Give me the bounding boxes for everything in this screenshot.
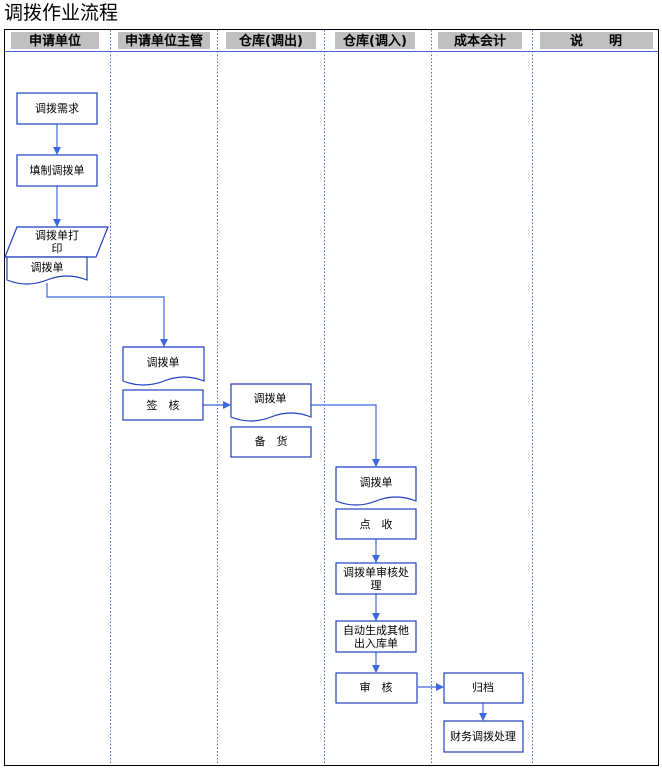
document-transfer-form-1 (6, 256, 88, 285)
label-fill-transfer-form: 填制调拨单 (30, 163, 85, 177)
label-review-line-2: 理 (371, 579, 382, 592)
lane-header-bg (438, 32, 522, 49)
flow-labels: 调拨需求 填制调拨单 调拨单打 印 调拨单 调拨单 签 核 调拨单 备 货 调拨… (30, 101, 517, 743)
label-doc-transfer-form-1: 调拨单 (31, 260, 64, 274)
process-sign-approve (122, 389, 204, 421)
label-review-line-1: 调拨单审核处 (343, 565, 409, 579)
label-auto-line-2: 出入库单 (354, 636, 398, 650)
chart-frame (4, 29, 659, 766)
label-prepare-goods: 备 货 (255, 434, 288, 448)
lane-header-supervisor: 申请单位主管 (125, 33, 203, 49)
arrow-warehouse-out-to-in (311, 404, 380, 467)
label-doc-transfer-form-3: 调拨单 (254, 391, 287, 405)
label-count-receive: 点 收 (360, 517, 393, 531)
io-print-transfer-form (4, 226, 109, 258)
label-print-line-2: 印 (52, 242, 63, 255)
arrow-doc-to-supervisor (46, 283, 168, 347)
process-count-receive (335, 508, 417, 540)
process-auto-generate (335, 620, 417, 653)
document-transfer-form-3 (230, 383, 312, 422)
process-review (335, 562, 417, 595)
label-auto-line-1: 自动生成其他 (343, 623, 409, 637)
label-sign-approve: 签 核 (147, 398, 180, 412)
lane-header-warehouse-out: 仓库(调出) (238, 33, 303, 49)
lane-dividers (110, 30, 533, 765)
connectors (46, 124, 487, 721)
lane-header-bg (11, 32, 99, 49)
document-transfer-form-4 (335, 466, 417, 506)
lane-header-bg (540, 32, 653, 49)
process-audit (335, 672, 418, 704)
process-archive (443, 672, 524, 704)
lane-header-bg (118, 32, 210, 49)
lane-header-notes: 说 明 (570, 33, 622, 49)
process-request-demand (16, 92, 98, 125)
lane-header-warehouse-in: 仓库(调入) (342, 33, 407, 49)
document-transfer-form-2 (122, 346, 205, 386)
page-title: 调拨作业流程 (4, 2, 119, 24)
lane-header-applicant: 申请单位 (29, 33, 81, 49)
label-audit: 审 核 (360, 680, 393, 694)
label-doc-transfer-form-4: 调拨单 (360, 475, 393, 489)
process-finance (443, 720, 524, 753)
process-fill-transfer-form (16, 154, 98, 187)
lane-header-bg (335, 32, 415, 49)
lane-headers: 申请单位 申请单位主管 仓库(调出) 仓库(调入) 成本会计 说 明 (11, 32, 653, 49)
process-prepare-goods (230, 426, 312, 458)
label-print-line-1: 调拨单打 (35, 228, 79, 242)
label-finance-process: 财务调拨处理 (450, 729, 516, 743)
label-doc-transfer-form-2: 调拨单 (147, 355, 180, 369)
label-archive: 归档 (472, 680, 494, 694)
label-request-demand: 调拨需求 (35, 101, 79, 115)
lane-header-cost-accountant: 成本会计 (454, 33, 506, 49)
lane-header-bg (226, 32, 316, 49)
flow-shapes (4, 92, 524, 753)
